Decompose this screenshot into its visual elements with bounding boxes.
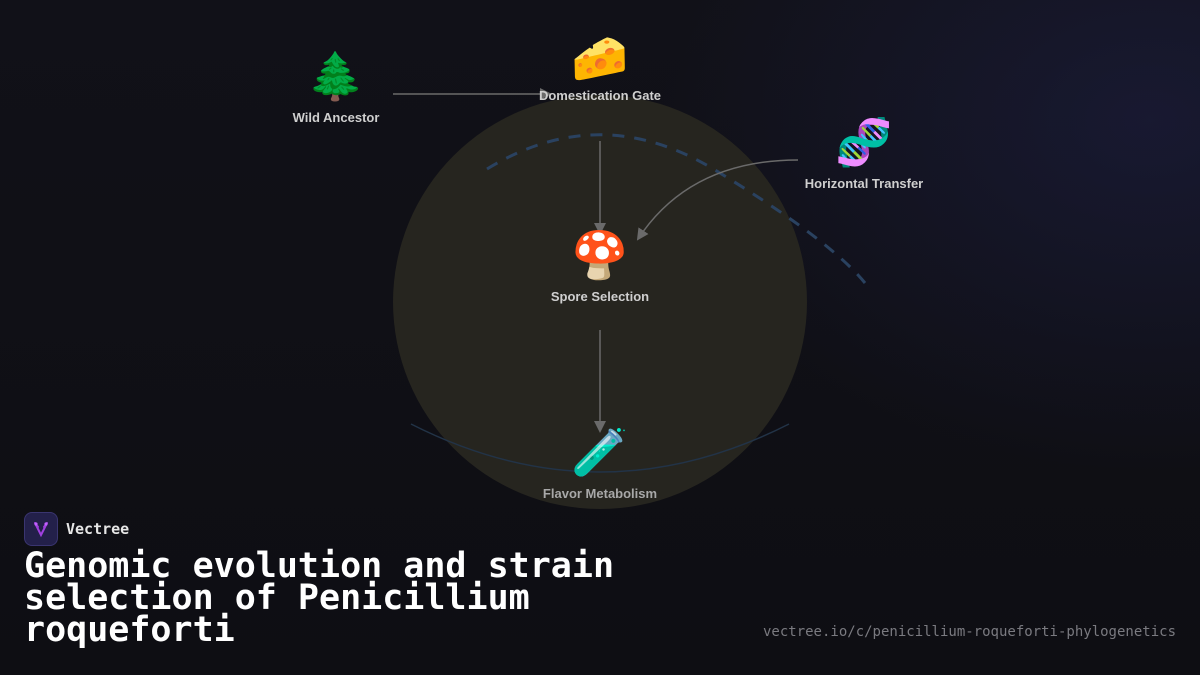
node-horizontal-transfer[interactable]: 🧬 Horizontal Transfer — [805, 114, 923, 191]
node-label: Spore Selection — [550, 289, 650, 304]
evergreen-tree-icon: 🌲 — [307, 50, 365, 102]
domestication-zone-circle — [393, 95, 807, 509]
node-label: Flavor Metabolism — [542, 486, 658, 501]
node-wild-ancestor[interactable]: 🌲 Wild Ancestor — [293, 48, 380, 125]
test-tube-icon: 🧪 — [571, 426, 629, 478]
cheese-icon: 🧀 — [571, 32, 629, 84]
edge-transfer-to-spore — [636, 159, 799, 241]
page-title: Genomic evolution and strain selection o… — [24, 546, 615, 650]
brand-name: Vectree — [66, 520, 130, 538]
page-url[interactable]: vectree.io/c/penicillium-roqueforti-phyl… — [762, 624, 1176, 640]
lower-boundary-arc — [410, 423, 790, 473]
node-flavor-metabolism[interactable]: 🧪 Flavor Metabolism — [543, 424, 657, 501]
dna-icon: 🧬 — [835, 116, 893, 168]
dashed-boundary-arc — [486, 133, 867, 284]
node-domestication-gate[interactable]: 🧀 Domestication Gate — [539, 30, 661, 103]
node-spore-selection[interactable]: 🍄 Spore Selection — [551, 227, 649, 304]
mushroom-icon: 🍄 — [571, 229, 629, 281]
node-label: Domestication Gate — [538, 88, 662, 103]
brand[interactable]: Vectree — [24, 512, 129, 546]
vectree-logo-icon — [24, 512, 58, 546]
node-label: Wild Ancestor — [292, 110, 380, 125]
node-label: Horizontal Transfer — [804, 176, 924, 191]
